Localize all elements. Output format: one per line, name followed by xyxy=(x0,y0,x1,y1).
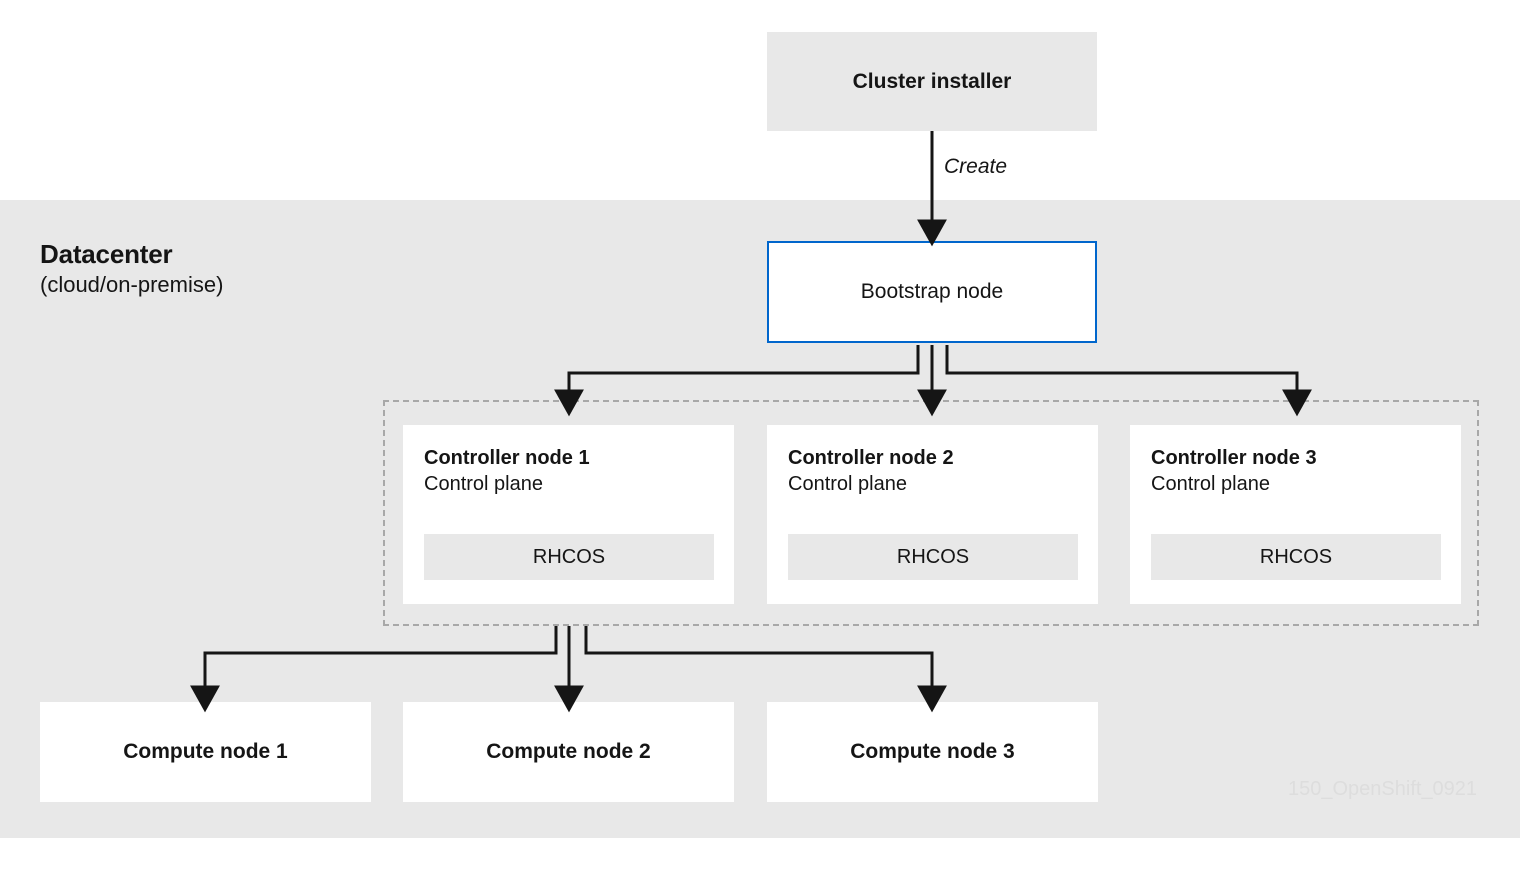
controller-node-2-title: Controller node 2 xyxy=(788,447,954,469)
compute-node-1-box[interactable]: Compute node 1 xyxy=(40,702,371,802)
controller-node-1-os-box: RHCOS xyxy=(424,534,714,580)
controller-node-2-os-box: RHCOS xyxy=(788,534,1078,580)
compute-node-3-label: Compute node 3 xyxy=(850,740,1015,763)
datacenter-subtitle: (cloud/on-premise) xyxy=(40,272,224,298)
compute-node-2-box[interactable]: Compute node 2 xyxy=(403,702,734,802)
bootstrap-node-label: Bootstrap node xyxy=(860,280,1004,303)
compute-node-3-box[interactable]: Compute node 3 xyxy=(767,702,1098,802)
controller-node-3-title: Controller node 3 xyxy=(1151,447,1317,469)
bootstrap-node-box[interactable]: Bootstrap node xyxy=(767,241,1097,343)
datacenter-label: Datacenter (cloud/on-premise) xyxy=(40,238,460,299)
cluster-installer-label: Cluster installer xyxy=(852,69,1012,93)
watermark-label: 150_OpenShift_0921 xyxy=(1288,778,1478,800)
controller-node-3-subtitle: Control plane xyxy=(1151,473,1270,495)
controller-node-1-title: Controller node 1 xyxy=(424,447,590,469)
controller-node-3-box[interactable]: Controller node 3 Control plane RHCOS xyxy=(1130,425,1461,604)
controller-node-2-os-label: RHCOS xyxy=(896,545,970,568)
controller-node-1-subtitle: Control plane xyxy=(424,473,543,495)
datacenter-title: Datacenter xyxy=(40,239,173,269)
controller-node-2-subtitle: Control plane xyxy=(788,473,907,495)
controller-node-1-os-label: RHCOS xyxy=(532,545,606,568)
controller-node-3-os-label: RHCOS xyxy=(1259,545,1333,568)
compute-node-2-label: Compute node 2 xyxy=(486,740,651,763)
create-edge-label: Create xyxy=(944,155,1008,178)
compute-node-1-label: Compute node 1 xyxy=(123,740,288,763)
controller-node-3-os-box: RHCOS xyxy=(1151,534,1441,580)
controller-node-1-box[interactable]: Controller node 1 Control plane RHCOS xyxy=(403,425,734,604)
cluster-installer-box[interactable]: Cluster installer xyxy=(767,32,1097,131)
controller-node-2-box[interactable]: Controller node 2 Control plane RHCOS xyxy=(767,425,1098,604)
